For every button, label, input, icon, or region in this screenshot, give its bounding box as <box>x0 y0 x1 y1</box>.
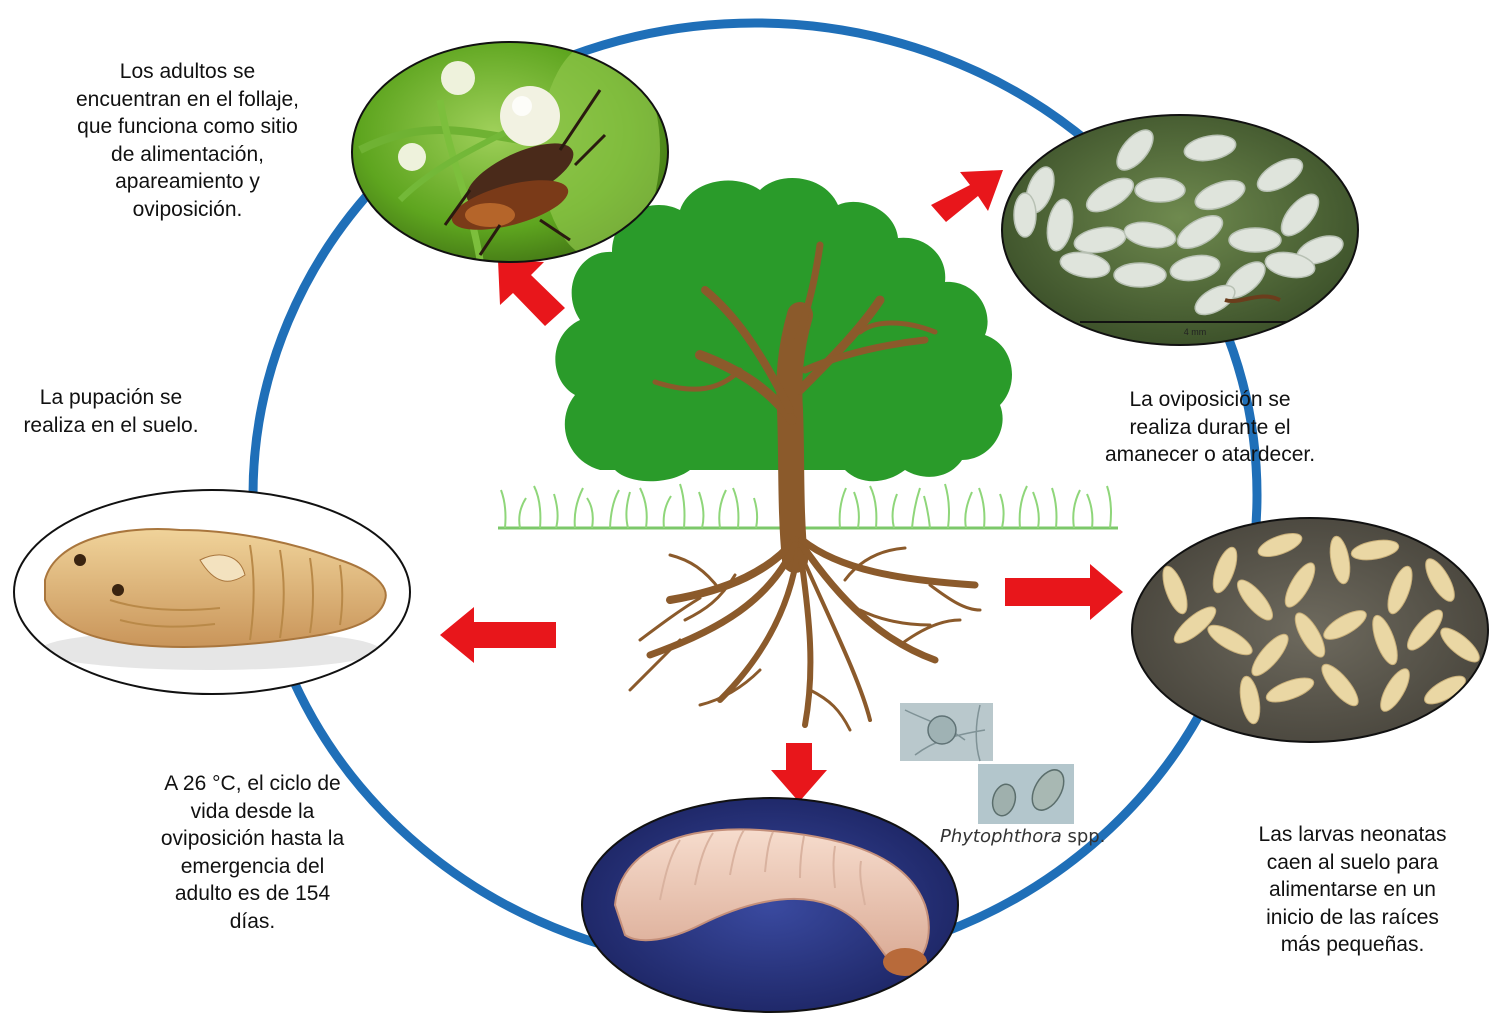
egg-scale-label: 4 mm <box>1184 327 1207 337</box>
pathogen-genus: Phytophthora <box>940 826 1062 847</box>
egg-photo: 4 mm <box>1000 112 1360 347</box>
caption-larvae: Las larvas neonatas caen al suelo para a… <box>1215 821 1490 959</box>
grub-photo <box>580 795 960 1013</box>
arrow-tree-to-adults <box>498 260 565 326</box>
tree-icon <box>555 178 1012 730</box>
tree-roots <box>630 540 980 730</box>
caption-adults: Los adultos se encuentran en el follaje,… <box>40 58 335 223</box>
larvae-photo <box>1130 515 1490 745</box>
arrow-tree-to-eggs <box>931 170 1003 222</box>
arrow-roots-to-larvae <box>1005 564 1123 620</box>
pathogen-suffix: spp. <box>1062 826 1106 847</box>
pupa-photo <box>12 488 412 698</box>
caption-life-cycle: A 26 °C, el ciclo de vida desde la ovipo… <box>130 770 375 935</box>
pathogen-label: Phytophthora spp. <box>940 826 1105 847</box>
arrow-roots-to-grub <box>771 743 827 802</box>
grass-icon <box>498 484 1118 528</box>
arrow-roots-to-pupa <box>440 607 556 663</box>
micrograph-photo <box>900 703 1074 824</box>
caption-oviposition: La oviposición se realiza durante el ama… <box>1070 386 1350 469</box>
caption-pupation: La pupación se realiza en el suelo. <box>0 384 222 439</box>
